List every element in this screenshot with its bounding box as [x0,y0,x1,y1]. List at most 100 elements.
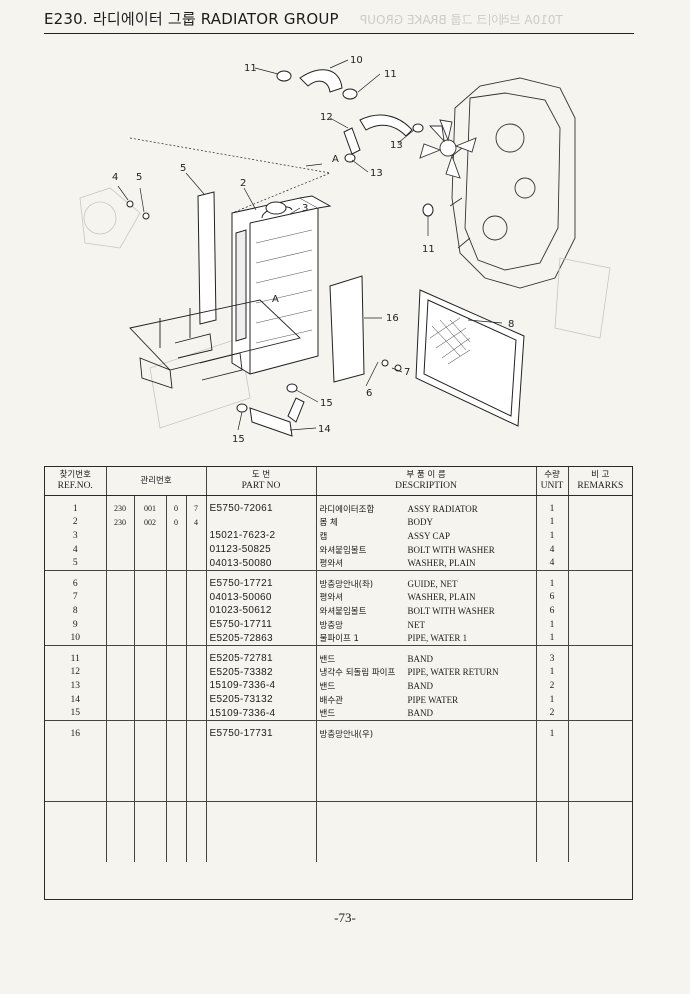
description-ko: 캡 [319,531,328,542]
empty-cell [105,740,134,801]
separator-cell [133,495,166,502]
remarks-cell [567,576,633,591]
empty-cell [165,740,186,801]
description-en: NET [407,619,426,630]
empty-cell [185,740,207,801]
group-separator [45,495,633,502]
exploded-view-diagram: 11 10 11 12 13 13 11 5 2 3 4 5 16 8 7 6 … [79,55,611,445]
separator-cell [535,495,569,502]
empty-cell [165,800,186,862]
empty-row [45,800,633,862]
remarks-cell [567,604,633,618]
unit-cell: 4 [535,556,569,571]
separator-cell [165,495,186,502]
m4-cell [185,679,207,693]
callout-16: 16 [386,313,399,324]
separator-cell [315,719,537,727]
remarks-cell [567,631,633,646]
m4-cell: 4 [185,515,207,530]
separator-cell [105,719,134,727]
ref-cell: 1 [72,503,78,514]
m2-cell [133,590,166,605]
remarks-cell [567,692,633,707]
callout-15b: 15 [232,434,245,445]
description-en: BAND [407,653,434,664]
m1-cell [105,651,134,666]
remarks-cell [567,515,633,530]
separator-cell [185,644,207,652]
description-en: PIPE, WATER RETURN [407,667,499,678]
m3-cell [165,631,186,646]
m4-cell: 7 [185,502,207,516]
bleed-through-text: T010A 브레이크 그룹 BRAKE GROUP [360,13,563,27]
separator-cell [45,719,106,727]
unit-cell: 1 [535,529,569,543]
separator-cell [567,644,633,652]
part-no-cell: E5205-72781 [205,651,317,666]
part-no-cell: 04013-50080 [205,556,317,571]
bleed-through-illustration [79,187,611,429]
remarks-cell [567,502,633,516]
separator-cell [315,644,537,652]
ref-cell: 2 [72,517,78,528]
m3-cell [165,651,186,666]
separator-cell [105,495,134,502]
net-illustration [415,289,525,427]
empty-cell [567,800,633,862]
description-en: BAND [407,680,434,691]
description-ko: 배수관 [319,695,343,706]
description-en: WASHER, PLAIN [407,558,476,569]
m1-cell [105,706,134,721]
ref-cell: 3 [72,530,78,541]
remarks-cell [567,726,633,741]
ref-cell: 4 [72,544,78,555]
separator-cell [205,644,317,652]
ref-cell: 6 [72,578,78,589]
group-separator [45,644,633,652]
group-separator [45,570,633,577]
m2-cell: 001 [133,502,166,516]
remarks-cell [567,665,633,680]
separator-cell [205,719,317,727]
callout-9: 8 [508,319,514,330]
remarks-cell [567,590,633,605]
separator-cell [185,719,207,727]
m1-cell [105,556,134,571]
callout-3: 3 [302,203,308,214]
separator-cell [567,719,633,727]
remarks-cell [567,542,633,557]
m1-cell [105,542,134,557]
page-number: -73- [334,910,356,925]
description-ko: 방충망 [319,620,343,631]
unit-cell: 1 [535,631,569,646]
empty-cell [185,800,207,862]
m4-cell [185,542,207,557]
m3-cell [165,556,186,571]
callout-13a: 13 [390,140,403,151]
unit-cell: 1 [535,515,569,530]
header-rule [44,33,634,34]
unit-cell: 2 [535,679,569,693]
leader-lines [117,59,503,431]
callout-6: 5 [180,163,186,174]
separator-cell [205,570,317,577]
description-en: BOLT WITH WASHER [407,605,495,616]
unit-cell: 1 [535,726,569,741]
separator-cell [535,570,569,577]
